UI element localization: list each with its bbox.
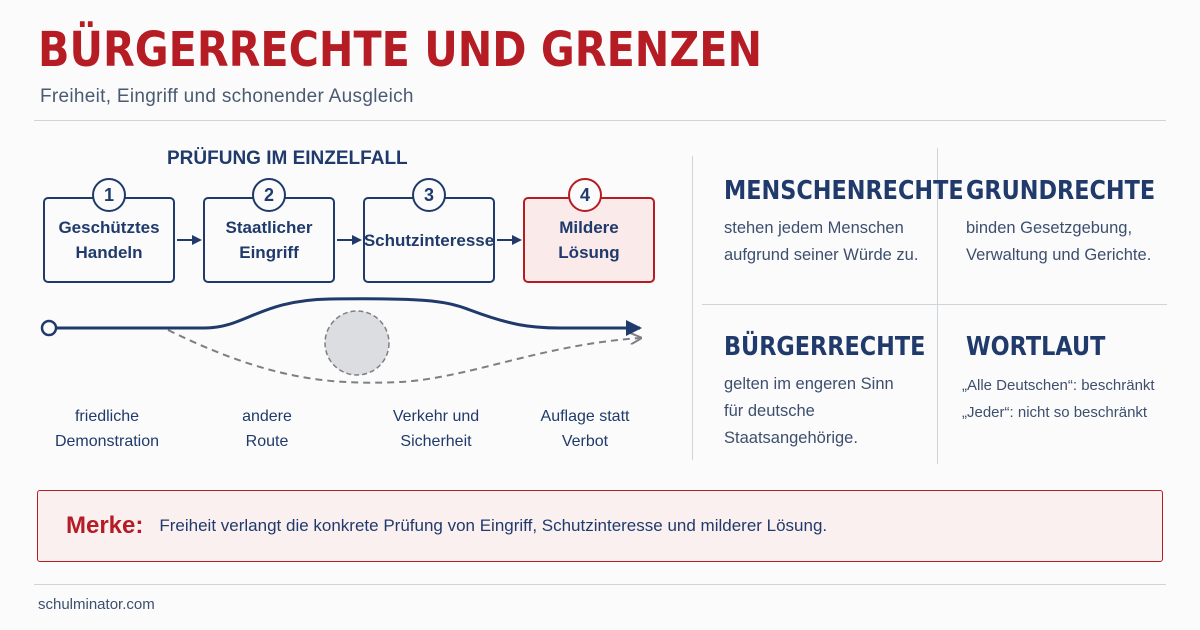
card-wortlaut-title: WORTLAUT [966, 332, 1106, 362]
obstacle-circle [324, 310, 390, 376]
section-divider [692, 156, 693, 460]
caption-2: andere Route [242, 408, 292, 450]
footer-source: schulminator.com [38, 596, 155, 613]
step-2-number: 2 [252, 178, 286, 212]
caption-1: friedliche Demonstration [54, 408, 160, 450]
card-wortlaut-text: „Alle Deutschen“: beschränkt „Jeder“: ni… [962, 377, 1155, 421]
card-menschenrechte-text: stehen jedem Menschen aufgrund seiner Wü… [724, 219, 919, 264]
header-divider [34, 120, 1166, 121]
card-column-divider [937, 148, 938, 464]
card-menschenrechte-title: MENSCHENRECHTE [724, 176, 964, 206]
merke-label: Merke: [66, 512, 144, 539]
caption-3: Verkehr und Sicherheit [392, 408, 480, 450]
page-title: BÜRGERRECHTE UND GRENZEN [38, 22, 762, 78]
step-4-number: 4 [568, 178, 602, 212]
caption-4: Auflage statt Verbot [540, 408, 630, 450]
card-grundrechte-text: binden Gesetzgebung, Verwaltung und Geri… [966, 219, 1152, 264]
card-grundrechte-title: GRUNDRECHTE [966, 176, 1156, 206]
alternative-route-line [167, 329, 640, 384]
card-row-divider [702, 304, 1167, 305]
footer-divider [34, 584, 1166, 585]
merke-text: Freiheit verlangt die konkrete Prüfung v… [159, 516, 828, 535]
page-subtitle: Freiheit, Eingriff und schonender Ausgle… [40, 86, 414, 107]
main-route-line [55, 297, 642, 336]
step-1-number: 1 [92, 178, 126, 212]
step-2-box: Staatlicher Eingriff [203, 197, 335, 283]
pruefung-heading: PRÜFUNG IM EINZELFALL [167, 148, 408, 169]
card-buergerrechte-text: gelten im engeren Sinn für deutsche Staa… [724, 375, 894, 447]
flow-diagram [40, 235, 700, 384]
route-start-circle [40, 319, 58, 337]
merke-box: Merke: Freiheit verlangt die konkrete Pr… [37, 490, 1163, 562]
step-3-number: 3 [412, 178, 446, 212]
card-buergerrechte-title: BÜRGERRECHTE [724, 332, 926, 362]
